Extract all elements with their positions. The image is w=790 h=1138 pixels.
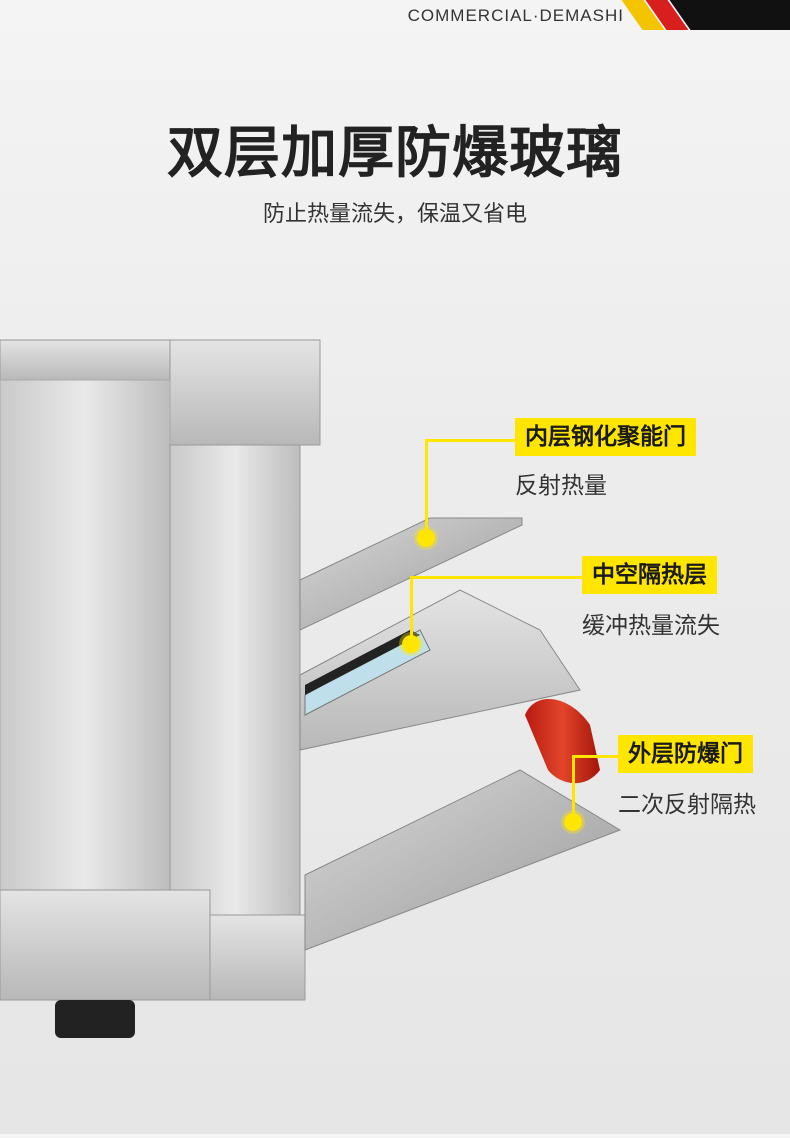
- callout-1-dot: [414, 526, 438, 550]
- cabinet-drawing: [0, 339, 622, 1038]
- callout-1-vline: [425, 439, 428, 529]
- callout-1-desc: 反射热量: [515, 473, 607, 499]
- callout-1-label: 内层钢化聚能门: [515, 418, 696, 456]
- callout-3-vline: [572, 755, 575, 815]
- page-subtitle: 防止热量流失，保温又省电: [262, 202, 527, 227]
- callout-2-desc: 缓冲热量流失: [582, 613, 720, 639]
- brand-text: COMMERCIAL·DEMASHI: [407, 6, 624, 25]
- callout-3-dot: [561, 810, 585, 834]
- callout-3-desc: 二次反射隔热: [618, 792, 756, 818]
- callout-2-dot: [399, 632, 423, 656]
- callout-2-label: 中空隔热层: [582, 556, 717, 594]
- callout-2-vline: [410, 576, 413, 636]
- callout-1-hline: [425, 439, 517, 442]
- callout-3-label: 外层防爆门: [618, 735, 753, 773]
- product-illustration: 内层钢化聚能门 反射热量 中空隔热层 缓冲热量流失 外层防爆门 二次反射隔热: [0, 330, 790, 1134]
- brand-stripe-black: [669, 0, 790, 30]
- callout-3-hline: [572, 755, 620, 758]
- brand-header: COMMERCIAL·DEMASHI: [370, 0, 790, 30]
- page-title: 双层加厚防爆玻璃: [167, 121, 623, 186]
- callout-2-hline: [410, 576, 582, 579]
